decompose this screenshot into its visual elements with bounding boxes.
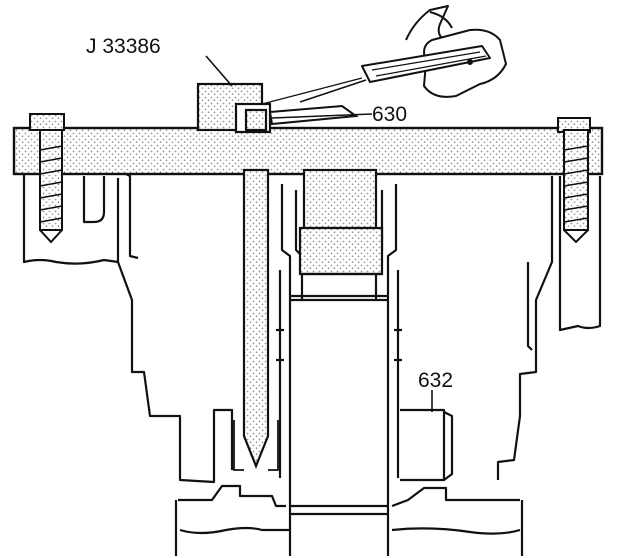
base-lower [179,526,521,535]
housing-right-outline [558,176,602,332]
hand-with-feeler-gauge [261,5,507,105]
part-632-face [443,411,454,481]
leader-tool [205,55,233,87]
housing-left-outline [22,170,120,265]
hub-outline [280,184,398,556]
housing-left-wall [116,261,234,484]
puller-leg [233,168,279,471]
base-edge [174,500,524,556]
housing-right-wall [496,176,554,480]
tool-body [196,82,272,134]
callout-part-632: 632 [418,369,454,392]
hub-rings [290,294,388,302]
part-630-shim [268,104,359,126]
callout-tool-j33386: J 33386 [86,35,161,58]
housing-left-step [121,171,139,260]
right-bolt [557,117,591,244]
callout-part-630: 630 [372,103,408,126]
hub-sleeve-right [394,270,402,478]
base-outline [178,484,286,508]
puller-crossbar [12,126,604,176]
hub-bottom [290,504,388,516]
base-outline-right [391,486,520,508]
center-press-slug [298,168,384,276]
housing-left-inner [82,176,106,224]
housing-right-step [526,262,533,351]
leader-lines [205,55,433,412]
part-632-block [400,408,446,482]
leader-630 [271,113,373,119]
hub-sleeve-left [276,270,284,478]
left-bolt [29,113,65,244]
